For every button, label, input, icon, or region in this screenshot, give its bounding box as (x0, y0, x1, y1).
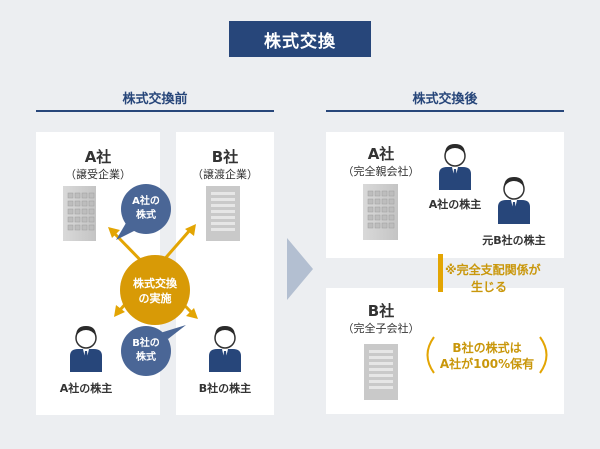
b-shares-bubble (121, 325, 186, 376)
ownership-note: B社の株式は A社が100%保有 (434, 340, 540, 372)
company-a-building-icon (63, 186, 96, 241)
a-shareholder-label: A社の株主 (59, 382, 113, 395)
a-shares-bubble (116, 184, 171, 240)
transition-arrow-icon (287, 238, 313, 300)
former-b-shareholder-icon (498, 177, 530, 224)
parent-company-building-icon (363, 184, 398, 240)
former-b-shareholder-label: 元B社の株主 (482, 234, 546, 247)
control-relation-note: ※完全支配関係が 生じる (445, 262, 575, 296)
after-section-rule (326, 110, 564, 112)
b-shareholder-label: B社の株主 (198, 382, 252, 395)
left-paren (426, 336, 435, 374)
company-a-name: A社 (84, 148, 112, 166)
parent-company-name: A社 (367, 145, 395, 163)
subsidiary-building-icon (364, 344, 398, 400)
b-shares-bubble-label: B社の株式 (132, 338, 160, 363)
before-section-title: 株式交換前 (122, 92, 188, 107)
parent-company-role: （完全親会社） (342, 165, 420, 178)
before-section-rule (36, 110, 274, 112)
after-section-title: 株式交換後 (412, 92, 478, 107)
parent-shareholder-label: A社の株主 (428, 198, 482, 211)
right-paren (539, 336, 548, 374)
share-exchange-label: 株式交換の実施 (133, 277, 177, 305)
a-shareholder-icon (70, 326, 102, 372)
b-shareholder-icon (209, 326, 241, 372)
ownership-note-line2: A社が100%保有 (439, 357, 535, 371)
company-b-role: （譲渡企業） (192, 168, 258, 181)
subsidiary-name: B社 (367, 302, 395, 320)
control-relation-note-line2: 生じる (471, 280, 508, 294)
parent-shareholder-icon (439, 144, 471, 190)
subsidiary-role: （完全子会社） (342, 322, 420, 335)
ownership-note-line1: B社の株式は (452, 341, 522, 355)
company-b-building-icon (206, 186, 240, 241)
share-exchange-circle (120, 255, 190, 325)
control-relation-connector (438, 254, 443, 292)
company-b-name: B社 (211, 148, 239, 166)
diagram-title: 株式交換 (229, 21, 371, 57)
a-shares-bubble-label: A社の株式 (132, 196, 160, 221)
control-relation-note-line1: ※完全支配関係が (445, 263, 541, 277)
company-a-role: （譲受企業） (65, 168, 131, 181)
